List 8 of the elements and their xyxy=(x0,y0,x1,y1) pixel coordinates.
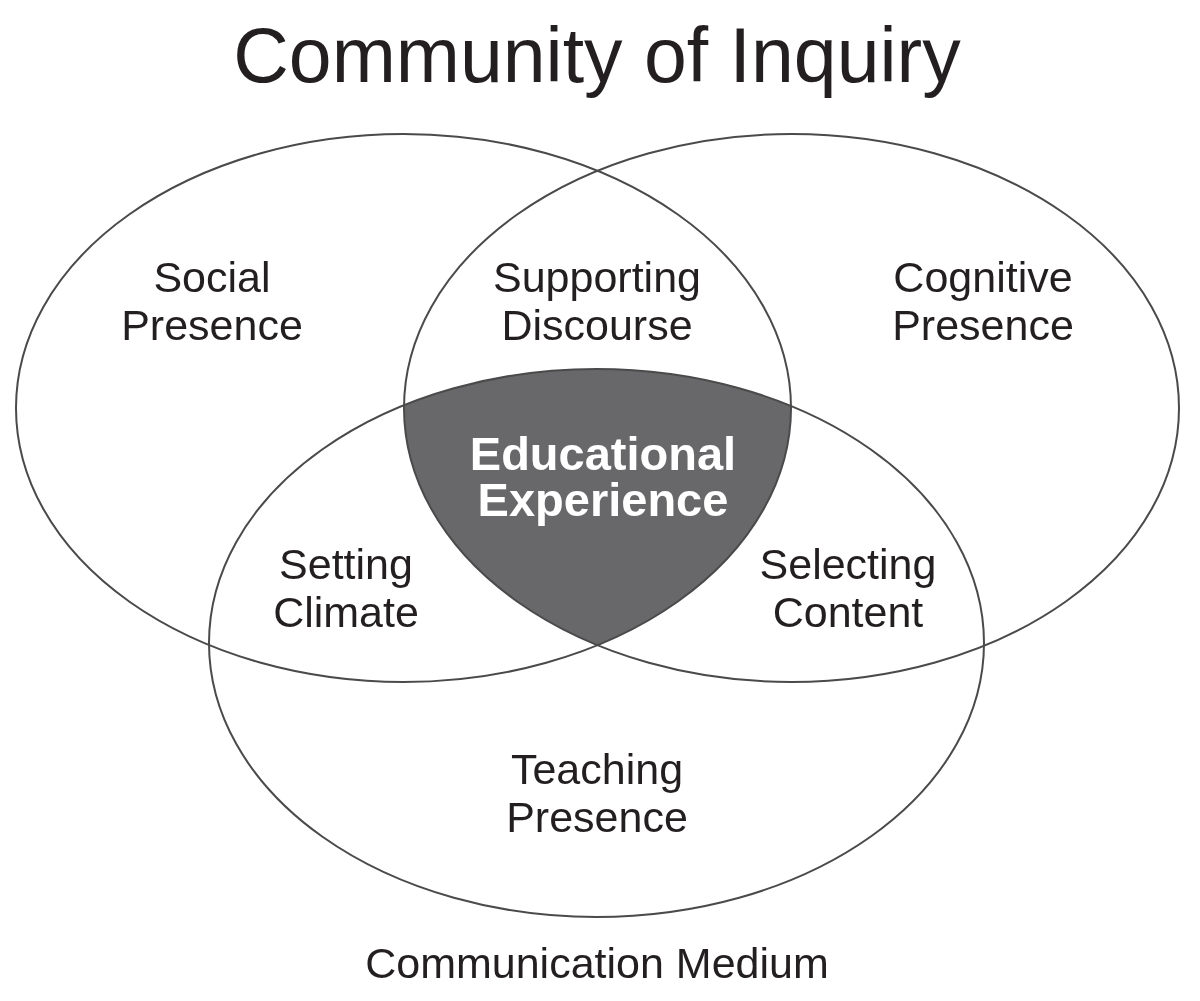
caption-label: Communication Medium xyxy=(365,939,829,987)
region-label: Supporting Discourse xyxy=(493,253,701,349)
diagram-title: Community of Inquiry xyxy=(233,13,961,97)
circle-label: Social Presence xyxy=(121,253,303,349)
circle-label: Teaching Presence xyxy=(506,745,688,841)
region-label: Setting Climate xyxy=(273,540,419,636)
region-label: Selecting Content xyxy=(759,540,937,636)
circle-label: Cognitive Presence xyxy=(892,253,1074,349)
